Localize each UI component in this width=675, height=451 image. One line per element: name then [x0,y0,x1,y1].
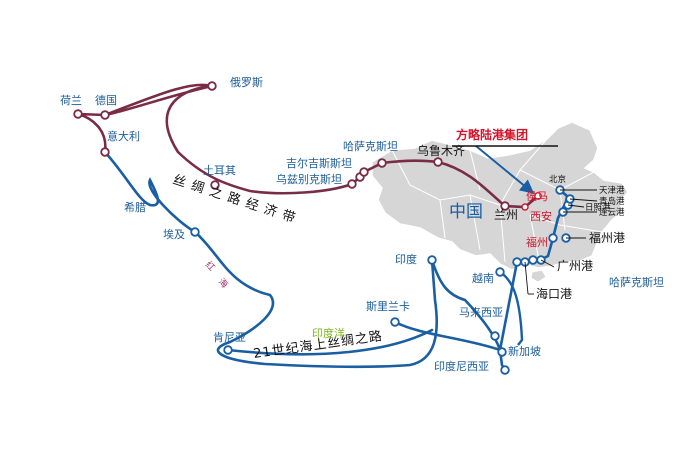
hainan-island [530,269,547,283]
node-uzbekistan [347,179,357,189]
label-houma: 侯马 [526,189,548,203]
node-kazakhstan [359,167,369,177]
label-guangzhou: 广州港 [557,259,593,273]
node-kazakhstan-2 [377,158,387,168]
maritime-silk-road-route [103,150,569,372]
indian-ocean-label: 印度洋 [312,326,345,340]
node-xian [521,203,529,211]
sea-city-markers [190,185,575,375]
label-qingdao: 青岛港 [599,196,625,207]
callout-leader-line [475,145,535,194]
node-russia [207,81,217,91]
label-germany: 德国 [95,93,117,107]
node-singapore [497,347,507,357]
label-turkey: 土耳其 [203,164,236,177]
port-leader-lines [524,189,598,295]
vietnam-link [499,271,524,346]
china-label: 中国 [449,202,483,222]
land-city-markers [73,81,510,211]
node-indonesia [500,365,510,375]
company-callout: 方略陆港集团 [456,127,528,142]
label-sri-lanka: 斯里兰卡 [366,300,410,313]
label-kyrgyzstan: 吉尔吉斯斯坦 [286,156,352,170]
node-guangzhou-2 [528,255,538,265]
label-uzbekistan: 乌兹别克斯坦 [276,172,342,186]
label-haikou: 海口港 [536,286,572,301]
node-germany [100,110,110,120]
node-india [427,255,437,265]
node-egypt [190,227,200,237]
label-malaysia: 马来西亚 [459,306,503,319]
label-singapore: 新加坡 [508,344,541,358]
node-italy [100,147,110,157]
label-italy: 意大利 [107,129,140,143]
label-kenya: 肯尼亚 [213,331,246,344]
red-sea-label-1: 红 [203,259,218,274]
label-tianjin: 天津港 [599,185,625,196]
label-lanzhou: 兰州 [494,208,518,222]
red-sea-label-2: 海 [216,276,231,291]
label-beijing: 北京 [549,174,566,185]
label-lianyungang: 连云港 [599,207,625,218]
node-houma [534,192,542,200]
label-egypt: 埃及 [163,227,185,241]
node-holland [73,109,83,119]
node-malaysia [490,331,500,341]
label-vietnam: 越南 [472,271,494,285]
node-urumqi [433,157,443,167]
label-india: 印度 [395,252,417,266]
label-indonesia: 印度尼西亚 [434,359,489,373]
label-fuzhou-port: 福州港 [589,230,625,245]
label-kazakhstan-far: 哈萨克斯坦 [609,275,664,289]
node-kenya [223,345,233,355]
node-lanzhou [500,201,510,211]
label-xian: 西安 [530,209,552,223]
label-rizhao: 日照港 [585,202,611,213]
node-haikou [512,257,522,267]
label-urumqi: 乌鲁木齐 [417,143,465,158]
node-vietnam [495,267,505,277]
node-fuzhou [548,233,558,243]
china-territory [371,121,629,271]
label-holland: 荷兰 [60,94,82,107]
label-russia: 俄罗斯 [230,76,263,89]
label-fuzhou-city: 福州 [526,235,548,249]
node-sri-lanka [390,317,400,327]
label-greece: 希腊 [124,200,146,214]
node-turkey [210,180,220,190]
label-kazakhstan: 哈萨克斯坦 [343,139,398,153]
